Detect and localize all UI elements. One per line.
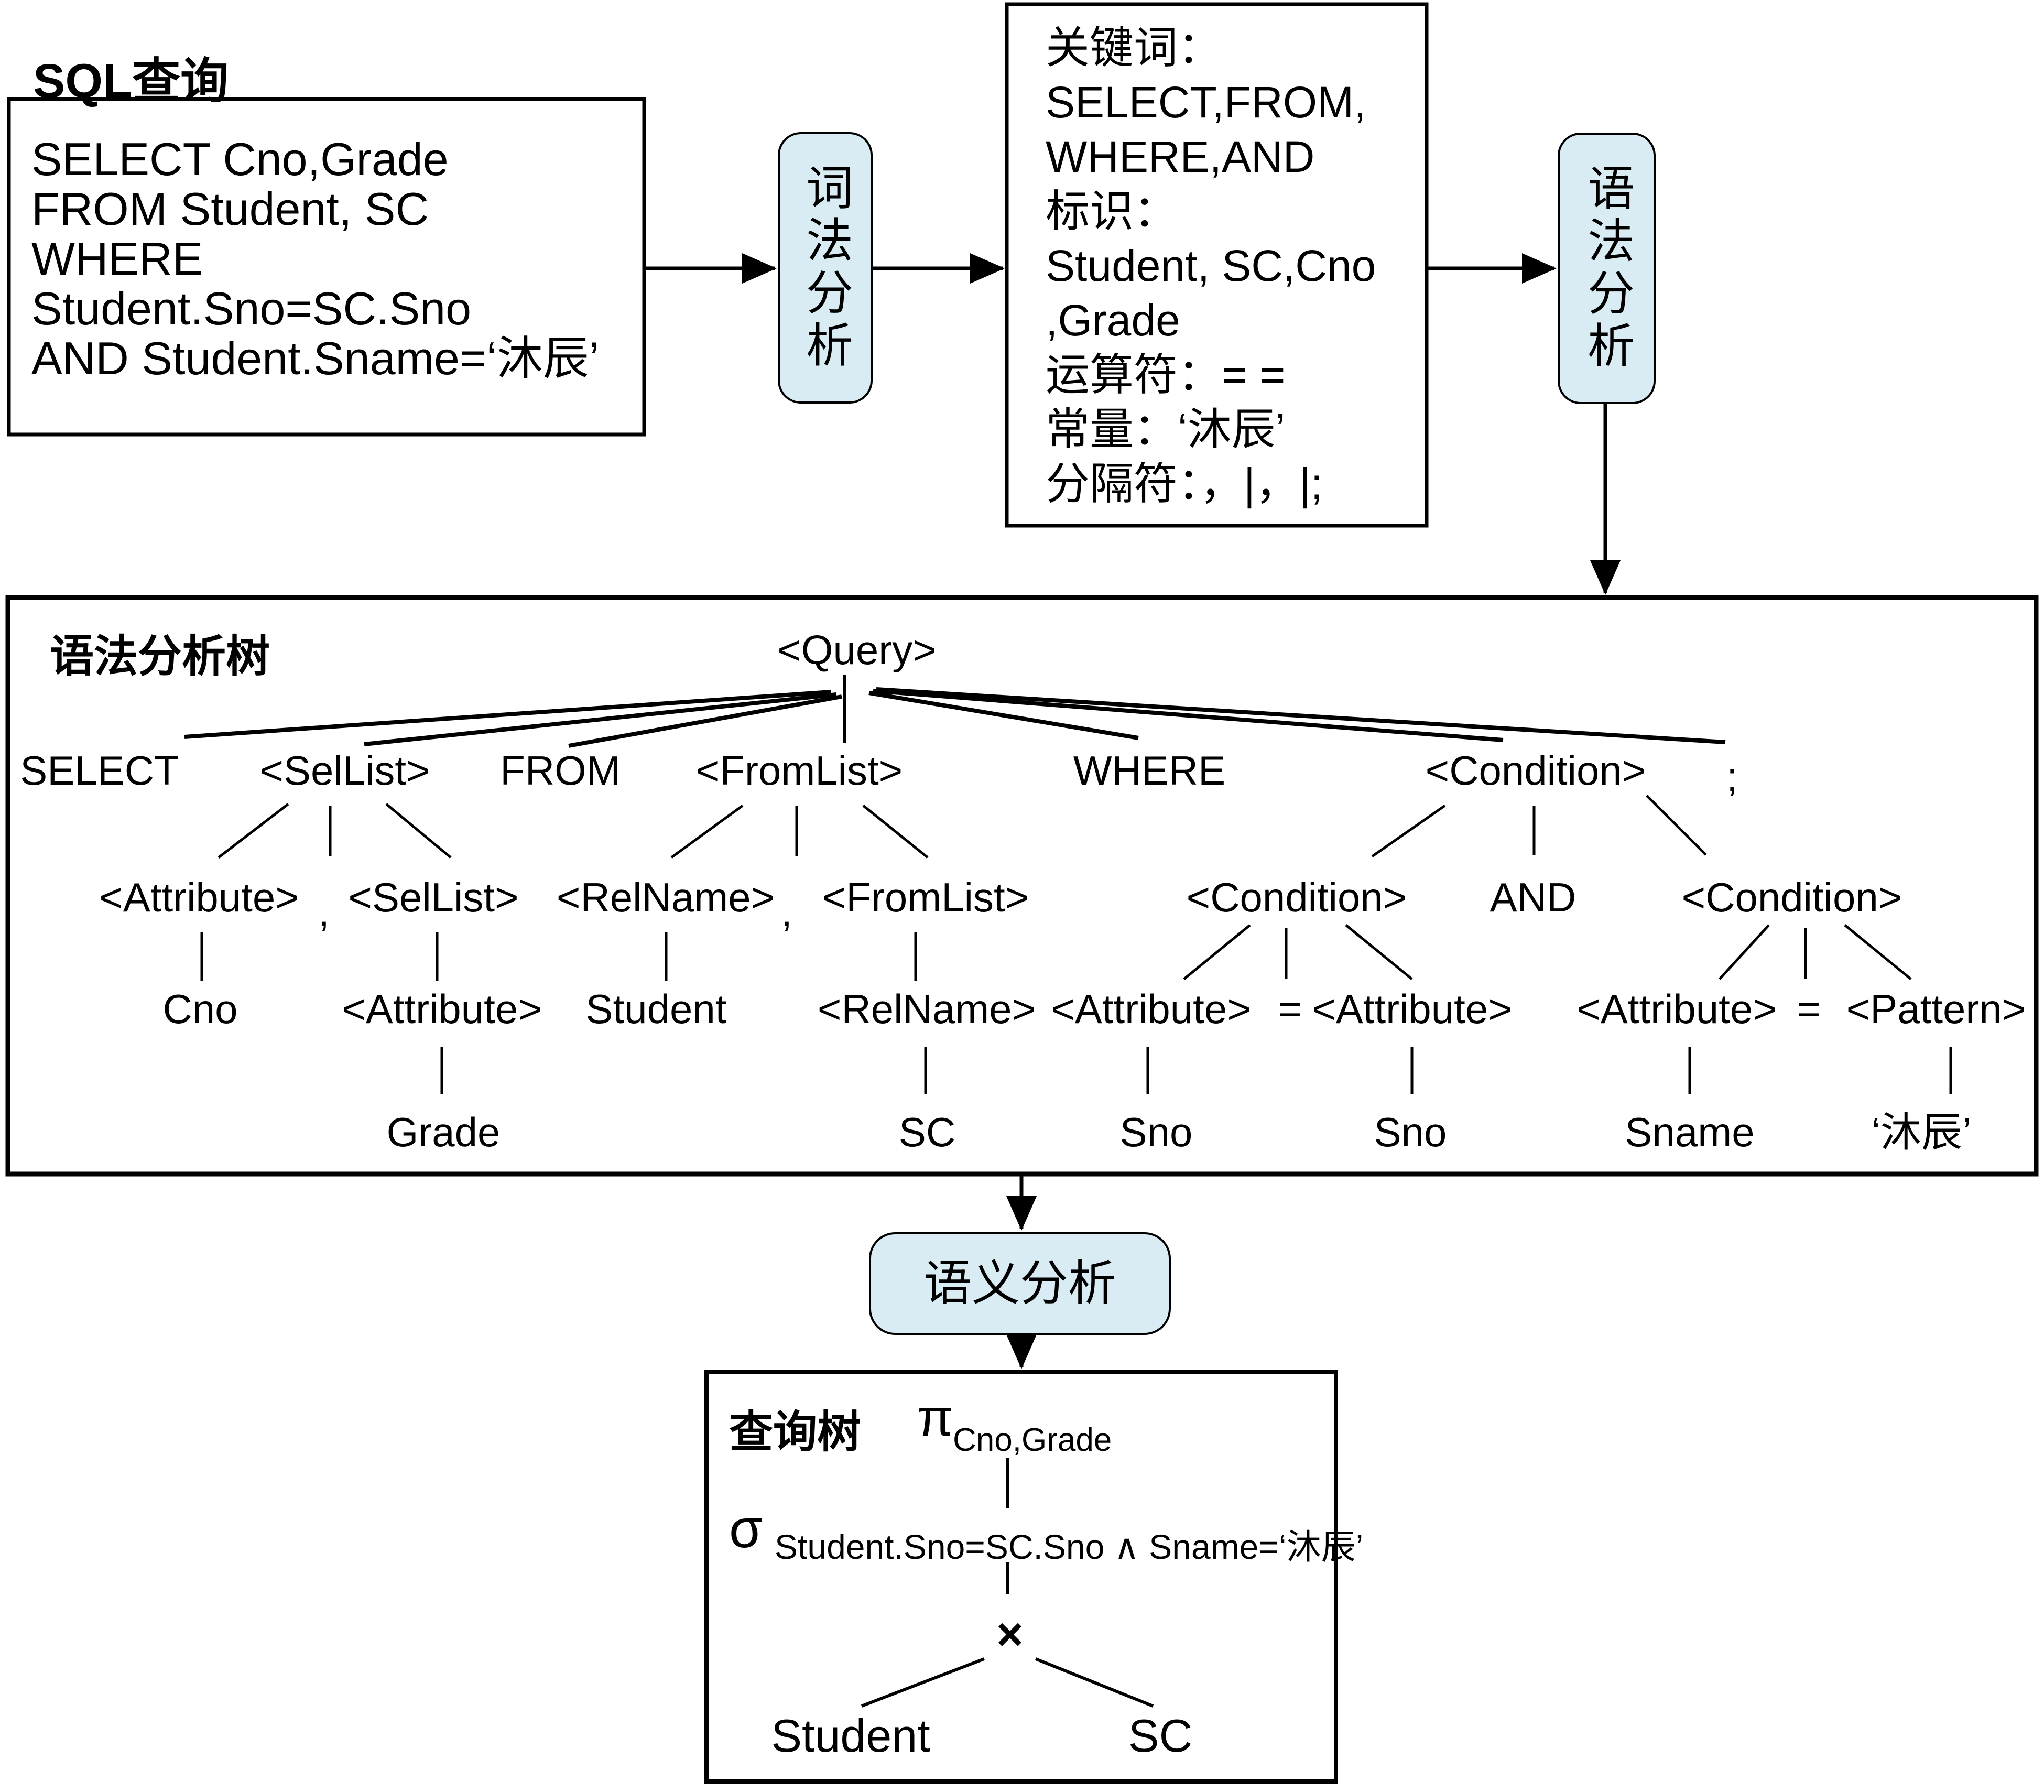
node-attribute: <Attribute> bbox=[1577, 986, 1777, 1032]
node-select: SELECT bbox=[20, 747, 179, 794]
node-condition: <Condition> bbox=[1681, 874, 1902, 920]
lexical-analysis-label: 词法分析 bbox=[799, 163, 851, 373]
tree-edge bbox=[568, 694, 842, 748]
node-cno: Cno bbox=[162, 986, 238, 1032]
node-fromlist: <FromList> bbox=[695, 747, 903, 794]
cross-product-operator: × bbox=[996, 1608, 1024, 1660]
parse-tree-root-edges bbox=[184, 675, 1726, 748]
query-tree-box bbox=[704, 1370, 1338, 1784]
parse-tree-title: 语法分析树 bbox=[50, 632, 270, 681]
node-student: Student bbox=[585, 986, 727, 1032]
node-relname: <RelName> bbox=[556, 874, 775, 920]
tree-edge bbox=[1183, 924, 1251, 980]
token-list: 关键词： SELECT,FROM, WHERE,AND 标识： Student,… bbox=[1046, 20, 1376, 511]
token-line: WHERE,AND bbox=[1046, 132, 1315, 181]
sql-line: AND Student.Sname=‘沐辰’ bbox=[31, 332, 600, 384]
node-attribute: <Attribute> bbox=[1051, 986, 1251, 1032]
flow-arrows bbox=[644, 253, 1621, 1369]
leaf-sc: SC bbox=[1128, 1710, 1193, 1762]
node-equals: = bbox=[1278, 986, 1302, 1032]
node-and: AND bbox=[1489, 874, 1577, 920]
tree-edge bbox=[876, 687, 1726, 744]
node-attribute: <Attribute> bbox=[342, 986, 542, 1032]
token-line: 标识： bbox=[1046, 187, 1178, 236]
tree-edge bbox=[1646, 795, 1707, 856]
tree-edge bbox=[1035, 1657, 1154, 1708]
tree-edge bbox=[1371, 804, 1446, 858]
node-equals: = bbox=[1797, 986, 1821, 1032]
token-line: 关键词： bbox=[1046, 23, 1222, 72]
node-query: <Query> bbox=[777, 627, 937, 673]
sql-line: FROM Student, SC bbox=[31, 183, 429, 235]
tree-edge bbox=[1719, 924, 1770, 980]
tree-edge bbox=[385, 803, 452, 859]
tree-edge bbox=[1345, 924, 1413, 980]
pi-subscript: Cno,Grade bbox=[953, 1422, 1112, 1458]
node-condition: <Condition> bbox=[1425, 747, 1646, 794]
token-line: Student, SC,Cno bbox=[1046, 241, 1376, 290]
token-box bbox=[1005, 2, 1429, 528]
node-fromlist: <FromList> bbox=[822, 874, 1029, 920]
node-grade: Grade bbox=[386, 1109, 501, 1155]
token-line: 常量：‘沐辰’ bbox=[1046, 405, 1286, 454]
sql-section-title: SQL查询 bbox=[33, 55, 229, 108]
node-comma: , bbox=[781, 889, 792, 935]
sql-statement: SELECT Cno,Grade FROM Student, SC WHERE … bbox=[31, 134, 599, 383]
tree-edge bbox=[670, 804, 744, 859]
token-line: 运算符：= = bbox=[1046, 350, 1286, 399]
node-sno: Sno bbox=[1119, 1109, 1193, 1155]
pi-operator: π bbox=[917, 1388, 953, 1447]
node-sc: SC bbox=[898, 1109, 956, 1155]
tree-edge bbox=[184, 690, 832, 739]
node-attribute: <Attribute> bbox=[99, 874, 299, 920]
node-constant: ‘沐辰’ bbox=[1871, 1109, 1972, 1155]
node-sno: Sno bbox=[1374, 1109, 1447, 1155]
semantic-analysis-label: 语义分析 bbox=[923, 1257, 1117, 1310]
node-sname: Sname bbox=[1625, 1109, 1755, 1155]
sql-line: Student.Sno=SC.Sno bbox=[31, 283, 472, 334]
sigma-condition: Student.Sno=SC.Sno ∧ Sname=‘沐辰’ bbox=[775, 1527, 1364, 1566]
node-comma: , bbox=[318, 889, 330, 935]
parse-tree-level4-edges bbox=[440, 1047, 1952, 1094]
tree-edge bbox=[861, 1657, 985, 1708]
query-tree-title: 查询树 bbox=[729, 1407, 862, 1457]
token-line: ,Grade bbox=[1046, 296, 1180, 345]
tree-edge bbox=[873, 689, 1504, 742]
tree-edge bbox=[364, 692, 837, 746]
node-where: WHERE bbox=[1073, 747, 1226, 794]
sql-line: WHERE bbox=[31, 233, 203, 285]
tree-edge bbox=[1844, 924, 1912, 980]
sql-line: SELECT Cno,Grade bbox=[31, 133, 449, 185]
leaf-student: Student bbox=[771, 1710, 930, 1762]
node-sellist: <SelList> bbox=[348, 874, 519, 920]
tree-edge bbox=[862, 805, 929, 859]
node-from: FROM bbox=[500, 747, 621, 794]
node-semicolon: ; bbox=[1726, 754, 1738, 800]
syntax-analysis-label: 语法分析 bbox=[1580, 164, 1633, 373]
tree-edge bbox=[868, 691, 1139, 740]
node-attribute: <Attribute> bbox=[1312, 986, 1512, 1032]
parse-tree-level2-edges bbox=[218, 795, 1707, 859]
node-condition: <Condition> bbox=[1186, 874, 1407, 920]
node-sellist: <SelList> bbox=[259, 747, 430, 794]
token-line: SELECT,FROM, bbox=[1046, 78, 1366, 127]
token-line: 分隔符：，|，|; bbox=[1046, 459, 1323, 508]
sigma-operator: σ bbox=[729, 1498, 763, 1559]
node-pattern: <Pattern> bbox=[1846, 986, 2026, 1032]
node-relname: <RelName> bbox=[817, 986, 1036, 1032]
tree-edge bbox=[218, 803, 289, 859]
query-tree-edges bbox=[861, 1458, 1154, 1708]
parse-tree-level3-edges bbox=[200, 924, 1912, 981]
